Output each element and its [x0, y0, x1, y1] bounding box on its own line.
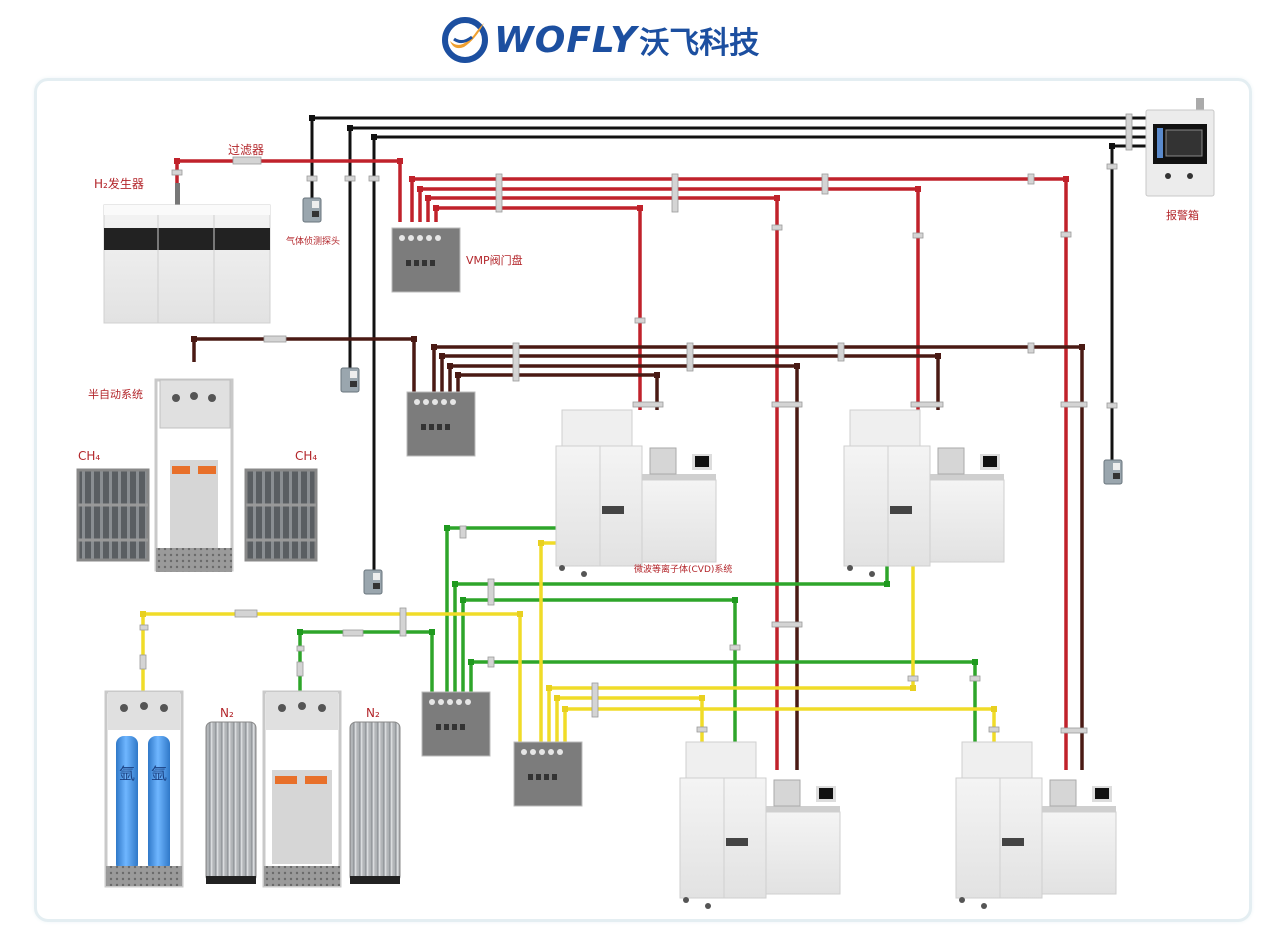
brand-logo: WOFLY 沃飞科技 [442, 14, 759, 66]
filter-label: 过滤器 [228, 143, 265, 157]
logo-swoosh-icon [442, 17, 488, 63]
h2-generator-label: H₂发生器 [94, 177, 144, 191]
n2-dewar [205, 721, 257, 884]
vmp-panel [421, 691, 491, 757]
logo-chinese-text: 沃飞科技 [639, 26, 760, 61]
argon-cylinder [148, 736, 170, 872]
gas-detector-icon [363, 569, 383, 595]
ch4-left-label: CH₄ [78, 449, 101, 463]
alarm-box [1145, 98, 1215, 197]
semi-auto-label: 半自动系统 [88, 388, 143, 401]
pipe-clamps [139, 113, 1133, 734]
gas-detector-icon [340, 367, 360, 393]
ch4-right-label: CH₄ [295, 449, 318, 463]
logo-text: WOFLY [494, 19, 638, 61]
cvd-system-label: 微波等离子体(CVD)系统 [634, 565, 733, 575]
vmp-panel [513, 741, 583, 807]
gas-detector-icon [1103, 459, 1123, 485]
argon-cylinder [116, 736, 138, 872]
cvd-system [843, 409, 1005, 577]
semi-auto-manifold [154, 378, 234, 572]
n2-dewar [349, 721, 401, 884]
diagram-frame [34, 78, 1252, 922]
gas-detector-label: 气体侦测探头 [286, 237, 341, 247]
cvd-system [679, 741, 841, 909]
signal-lines [310, 116, 1150, 572]
vmp-panel-label: VMP阀门盘 [466, 254, 523, 267]
vmp-panel [391, 227, 461, 293]
argon-manifold [104, 690, 184, 888]
n2-right-label: N₂ [366, 706, 380, 720]
n2-left-label: N₂ [220, 706, 234, 720]
cvd-system [555, 409, 717, 577]
ch4-cylinder-rack [244, 468, 318, 562]
hydrogen-lines [175, 159, 1068, 770]
ch4-cylinder-rack [76, 468, 150, 562]
alarm-box-label: 报警箱 [1166, 209, 1199, 222]
cvd-system [955, 741, 1117, 909]
pipe-joints [140, 115, 1115, 712]
n2-manifold [262, 690, 342, 888]
gas-detector-icon [302, 197, 322, 223]
vmp-panel [406, 391, 476, 457]
h2-generator [103, 183, 271, 324]
argon-cylinder-label: 氩 [119, 764, 136, 783]
argon-cylinder-label: 氩 [151, 764, 168, 783]
